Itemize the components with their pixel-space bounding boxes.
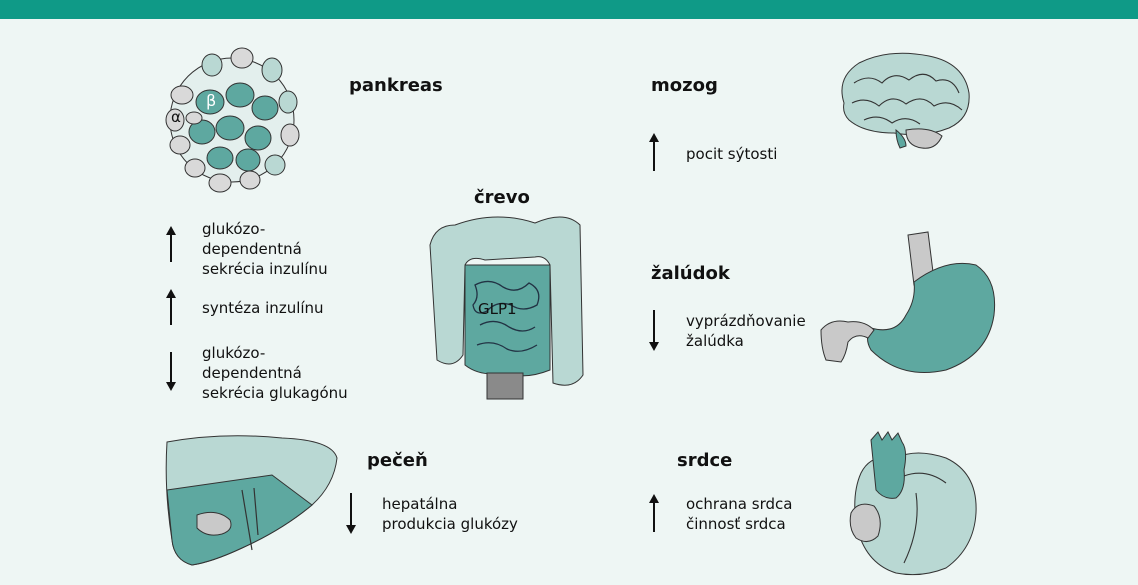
brain-effect-arrow-up-icon (648, 133, 660, 173)
header-bar (0, 0, 1138, 19)
liver-illustration (162, 430, 342, 570)
liver-effect-text: hepatálna produkcia glukózy (382, 494, 518, 534)
pancreas-effect-3-arrow-down-icon (165, 352, 177, 392)
brain-illustration (834, 48, 974, 153)
stomach-effect-arrow-down-icon (648, 310, 660, 352)
liver-title: pečeň (367, 452, 428, 470)
pancreas-effect-2-arrow-up-icon (165, 289, 177, 327)
pancreas-alpha-label: α (171, 110, 181, 125)
pancreas-effect-1-arrow-up-icon (165, 226, 177, 264)
liver-effect-arrow-down-icon (345, 493, 357, 535)
pancreas-effect-1-text: glukózo- dependentná sekrécia inzulínu (202, 219, 328, 279)
pancreas-beta-label: β (206, 93, 216, 109)
brain-effect-text: pocit sýtosti (686, 144, 777, 164)
heart-effect-text: ochrana srdca činnosť srdca (686, 494, 792, 534)
heart-effect-arrow-up-icon (648, 494, 660, 534)
stomach-title: žalúdok (651, 265, 730, 283)
pancreas-illustration (160, 40, 305, 200)
intestine-hormone-label: GLP1 (478, 302, 517, 317)
heart-title: srdce (677, 452, 732, 470)
pancreas-effect-2-text: syntéza inzulínu (202, 298, 324, 318)
stomach-effect-text: vyprázdňovanie žalúdka (686, 311, 806, 351)
pancreas-title: pankreas (349, 77, 443, 95)
heart-illustration (846, 428, 986, 578)
brain-title: mozog (651, 77, 718, 95)
stomach-illustration (816, 230, 998, 380)
pancreas-effect-3-text: glukózo- dependentná sekrécia glukagónu (202, 343, 348, 403)
